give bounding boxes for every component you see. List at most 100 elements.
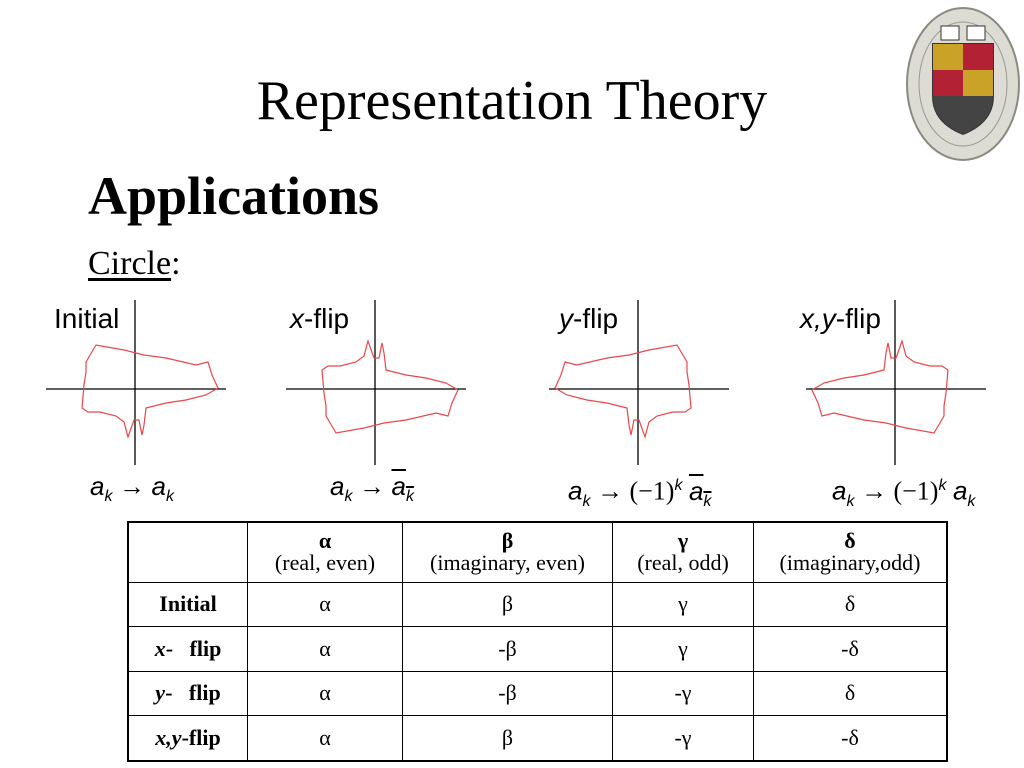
table-cell: γ — [612, 626, 754, 672]
row-header-text: - flip — [165, 680, 221, 706]
table-cell: -δ — [753, 626, 948, 672]
header-desc: (real, even) — [274, 550, 376, 576]
formula-sign: (−1) — [629, 476, 675, 506]
panel-xy-flip: x,y-flip — [800, 300, 1006, 490]
panel-initial: Initial — [46, 300, 246, 490]
panel-y-flip-label: y-flip — [559, 302, 618, 336]
table-cell: -δ — [753, 715, 948, 762]
table-header-alpha: α(real, even) — [247, 521, 403, 583]
header-desc: (real, odd) — [637, 550, 729, 576]
row-header-y-flip: y- flip — [127, 670, 248, 717]
row-header-text: - flip — [165, 635, 222, 661]
initial-curve — [81, 344, 219, 440]
section-heading: Applications — [88, 166, 380, 226]
formula-y-flip: ak → (−1)k ak — [568, 470, 711, 518]
table-corner-cell — [127, 521, 248, 583]
table-cell: α — [247, 670, 403, 717]
table-row: x- flip α -β γ -δ — [127, 626, 948, 672]
formula-rhs-conjugate: ak — [391, 471, 413, 505]
formula-lhs-sub: k — [344, 488, 353, 506]
panel-x-flip: x-flip — [286, 300, 486, 490]
formula-rhs-sub: k — [967, 492, 976, 510]
table-cell: β — [402, 581, 613, 628]
table-cell: α — [247, 626, 403, 672]
x-flip-curve — [321, 338, 459, 434]
header-symbol: γ — [677, 528, 689, 554]
table-cell: -γ — [612, 715, 754, 762]
formula-arrow: → — [596, 476, 623, 506]
table-cell: δ — [753, 581, 948, 628]
formula-initial: ak → ak — [90, 470, 174, 513]
row-header-italic: y — [155, 680, 166, 706]
header-desc: (imaginary,odd) — [779, 550, 921, 576]
formula-rhs-sub: k — [405, 488, 414, 506]
row-header-italic: x — [154, 635, 166, 661]
header-desc: (imaginary, even) — [430, 550, 585, 576]
formula-xy-flip: ak → (−1)k ak — [832, 470, 975, 518]
formula-exponent: k — [674, 477, 683, 494]
table-header-beta: β(imaginary, even) — [402, 521, 613, 583]
formula-lhs-sub: k — [846, 492, 855, 510]
panel-initial-label-text: Initial — [54, 303, 120, 334]
circle-label-colon: : — [171, 245, 181, 282]
panel-xy-flip-label-italic: x,y — [800, 303, 836, 334]
row-header-x-flip: x- flip — [127, 626, 248, 672]
table-cell: -γ — [612, 670, 754, 717]
panel-x-flip-label: x-flip — [290, 302, 349, 336]
formula-rhs-sub: k — [703, 492, 712, 510]
y-flip-curve — [554, 344, 692, 440]
formula-rhs: a — [688, 475, 704, 506]
xy-flip-curve — [811, 338, 949, 434]
table-row: y- flip α -β -γ δ — [127, 670, 948, 717]
formula-sign: (−1) — [893, 476, 939, 506]
table-cell: -β — [402, 670, 613, 717]
panel-initial-label: Initial — [54, 302, 119, 336]
table-cell: δ — [753, 670, 948, 717]
table-cell: β — [402, 715, 613, 762]
row-header-xy-flip: x,y-flip — [127, 715, 248, 762]
table-cell: α — [247, 715, 403, 762]
symmetry-table: α(real, even) β(imaginary, even) γ(real,… — [127, 521, 948, 762]
header-symbol: β — [501, 528, 514, 554]
formula-rhs-conjugate: ak — [688, 475, 711, 510]
table-header-delta: δ(imaginary,odd) — [753, 521, 948, 583]
panel-x-flip-label-italic: x — [290, 303, 304, 334]
formula-lhs: a — [568, 475, 583, 506]
formula-arrow: → — [860, 476, 887, 506]
panel-y-flip: y-flip — [549, 300, 749, 490]
university-seal-icon — [906, 7, 1020, 161]
formula-lhs: a — [832, 475, 847, 506]
formula-lhs: a — [330, 471, 345, 501]
panel-xy-flip-label-text: -flip — [835, 303, 881, 334]
table-row: Initial α β γ δ — [127, 581, 948, 628]
slide-title: Representation Theory — [256, 70, 768, 132]
header-symbol: α — [318, 528, 332, 554]
formula-rhs: a — [952, 475, 968, 506]
table-cell: α — [247, 581, 403, 628]
row-header-italic: x,y — [155, 725, 182, 751]
panel-y-flip-label-italic: y — [559, 303, 573, 334]
circle-label-text: Circle — [88, 245, 172, 282]
table-header-row: α(real, even) β(imaginary, even) γ(real,… — [127, 521, 948, 583]
row-header-text: -flip — [181, 725, 221, 751]
row-header-initial: Initial — [127, 581, 248, 628]
formula-exponent: k — [938, 477, 947, 494]
formula-rhs: a — [151, 471, 166, 501]
table-row: x,y-flip α β -γ -δ — [127, 715, 948, 762]
formula-rhs-sub: k — [165, 488, 174, 506]
panel-xy-flip-label: x,y-flip — [800, 302, 881, 336]
panel-x-flip-label-text: -flip — [304, 303, 350, 334]
table-header-gamma: γ(real, odd) — [612, 521, 754, 583]
formula-rhs: a — [391, 471, 406, 501]
row-header-text: Initial — [159, 591, 217, 617]
formula-arrow: → — [118, 472, 145, 501]
table-cell: γ — [612, 581, 754, 628]
table-cell: -β — [402, 626, 613, 672]
formula-arrow: → — [358, 472, 385, 501]
formula-x-flip: ak → ak — [330, 470, 414, 513]
panel-y-flip-label-text: -flip — [573, 303, 619, 334]
circle-label: Circle: — [88, 244, 181, 284]
header-symbol: δ — [844, 528, 856, 554]
formula-lhs-sub: k — [582, 492, 591, 510]
formula-lhs: a — [90, 471, 105, 501]
